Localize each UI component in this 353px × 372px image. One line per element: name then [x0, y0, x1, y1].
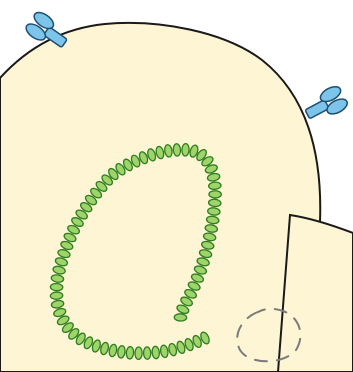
- bead: [50, 283, 63, 291]
- bead: [209, 191, 221, 198]
- bead: [173, 143, 181, 156]
- bead: [208, 199, 221, 207]
- lower-cell: [278, 215, 353, 372]
- bead: [182, 143, 190, 156]
- bead: [126, 346, 134, 359]
- bead: [50, 292, 63, 300]
- upper-cell: [0, 23, 320, 372]
- bead: [208, 182, 221, 190]
- bead: [143, 347, 151, 360]
- bead: [174, 314, 187, 322]
- bead: [135, 347, 142, 360]
